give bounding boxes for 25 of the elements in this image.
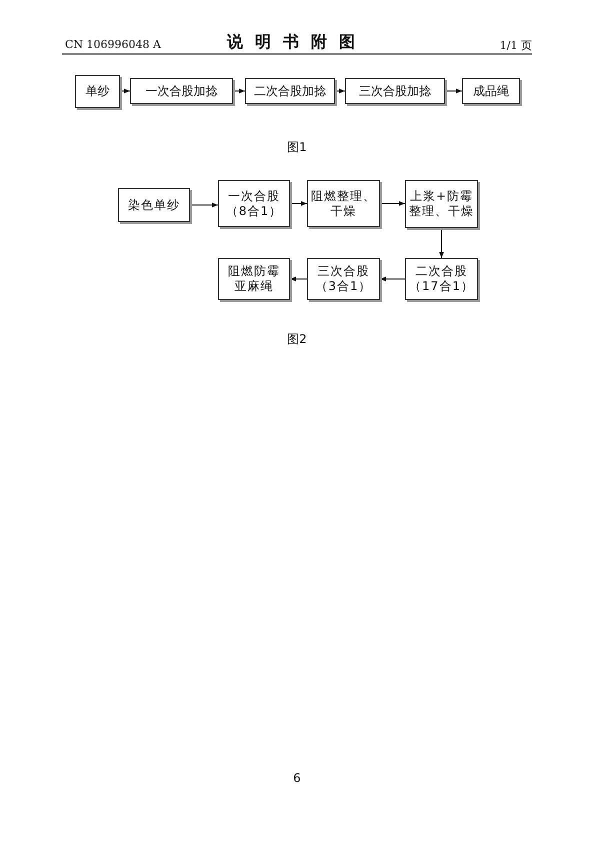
page-heading: 说明书附图	[227, 32, 367, 53]
arrow	[290, 276, 308, 282]
arrow	[290, 201, 308, 206]
process-box: 一次合股（8合1）	[218, 180, 290, 227]
arrow	[439, 228, 444, 258]
process-box: 阻燃防霉亚麻绳	[218, 258, 290, 300]
arrow	[190, 202, 218, 208]
figure-label: 图2	[287, 331, 307, 348]
process-box: 单纱	[75, 75, 120, 108]
process-box: 上浆+防霉整理、干燥	[405, 180, 478, 228]
arrow	[444, 88, 462, 94]
arrow	[380, 276, 406, 282]
process-box: 成品绳	[462, 78, 520, 104]
process-box: 三次合股加捻	[345, 78, 445, 104]
process-box: 二次合股加捻	[245, 78, 335, 104]
figure-label: 图1	[287, 139, 307, 156]
page-count: 1/1 页	[500, 38, 532, 53]
process-box: 二次合股（17合1）	[405, 258, 478, 300]
arrow	[380, 201, 406, 206]
page-number: 6	[293, 771, 301, 785]
process-box: 阻燃整理、干燥	[307, 180, 380, 227]
process-box: 三次合股（3合1）	[307, 258, 380, 300]
process-box: 染色单纱	[118, 188, 190, 222]
process-box: 一次合股加捻	[130, 78, 233, 104]
patent-number: CN 106996048 A	[65, 38, 161, 51]
